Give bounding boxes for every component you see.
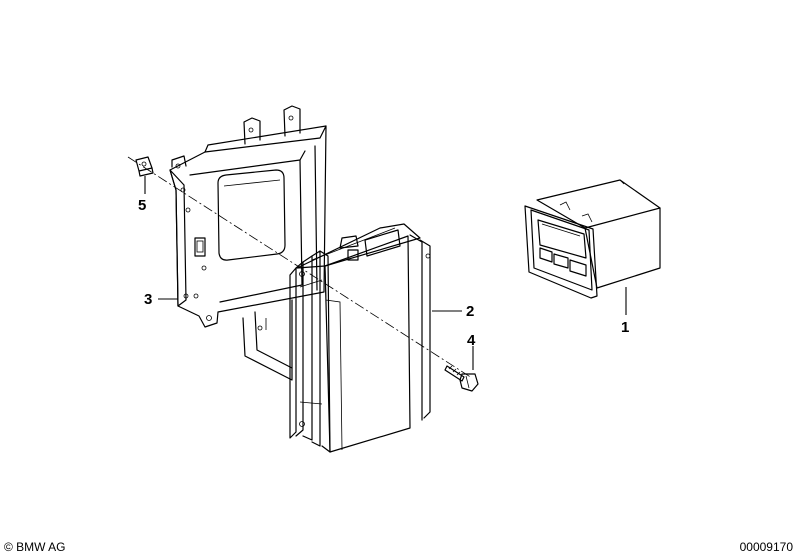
control-unit-part-2 [289, 223, 431, 453]
callout-label-5: 5 [138, 197, 146, 214]
bracket-part-3 [169, 105, 327, 381]
display-module-part-1 [524, 179, 661, 299]
callout-label-4: 4 [467, 332, 476, 349]
callout-label-3: 3 [144, 291, 152, 308]
diagram-number: 00009170 [739, 540, 793, 554]
clip-nut-part-5 [135, 156, 154, 177]
callout-label-2: 2 [466, 303, 474, 320]
screw-part-4 [444, 365, 479, 392]
callout-label-1: 1 [621, 319, 629, 336]
copyright-notice: © BMW AG [4, 540, 66, 554]
